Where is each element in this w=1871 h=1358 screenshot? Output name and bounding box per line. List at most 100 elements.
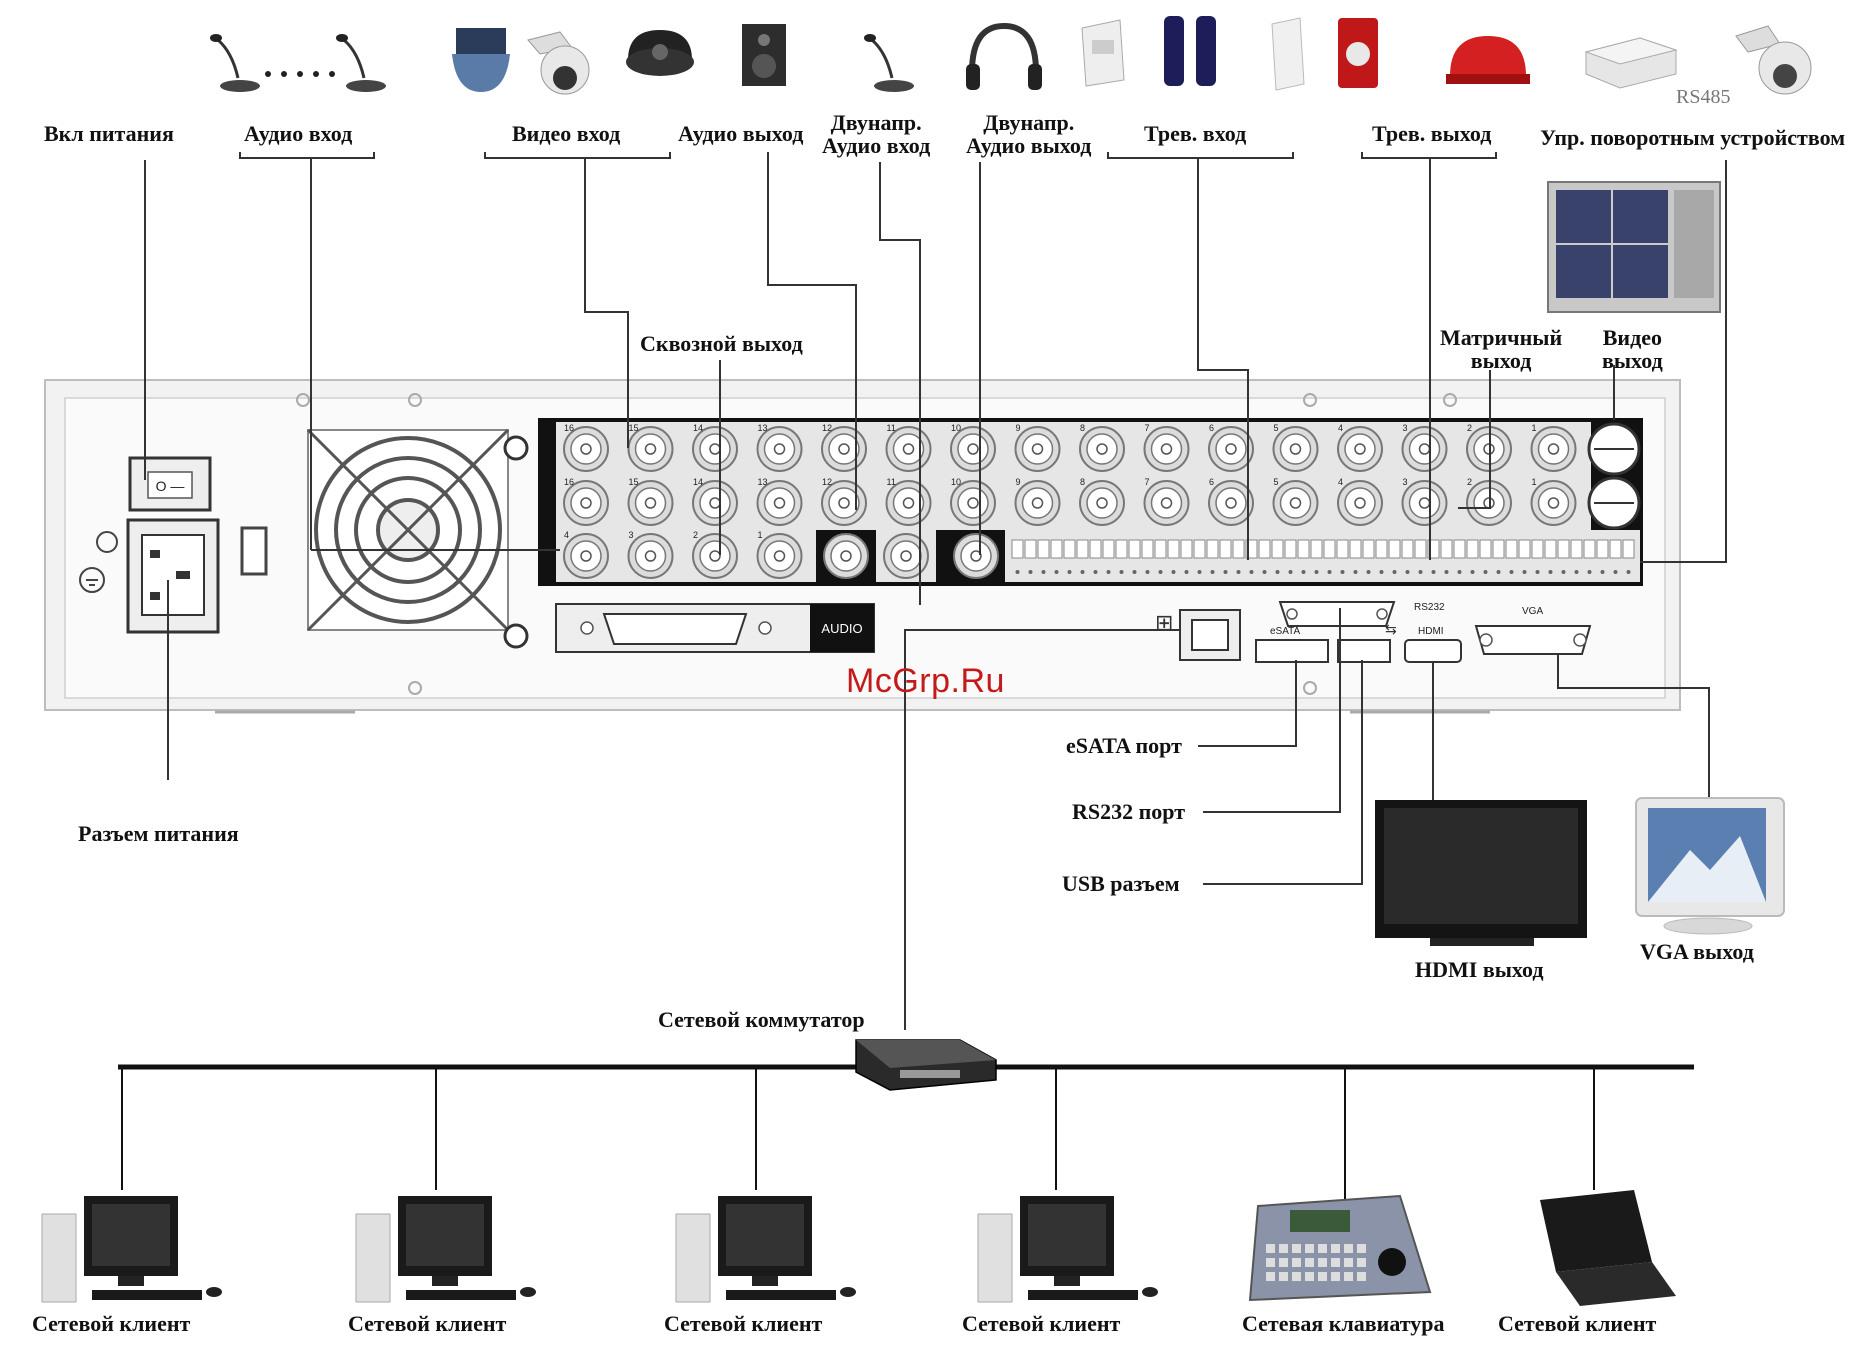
- alarm-in-label: Трев. вход: [1144, 121, 1247, 146]
- terminal-screw: [1622, 539, 1635, 574]
- matrix-out-label: Матричный выход: [1440, 325, 1563, 374]
- terminal-screw: [1193, 539, 1206, 574]
- power-switch-label: Вкл питания: [44, 121, 174, 146]
- audio-db25-connector: AUDIO: [555, 603, 875, 653]
- terminal-screw: [1323, 539, 1336, 574]
- bnc-connector: 6: [1208, 423, 1254, 472]
- video-in-label: Видео вход: [512, 121, 621, 146]
- output-monitors: [1375, 181, 1785, 946]
- bnc-connector: 15: [627, 423, 674, 472]
- hdmi-tv-monitor: [1375, 800, 1587, 946]
- laptop-icon: [1540, 1190, 1676, 1306]
- channel-number: 5: [1274, 477, 1279, 487]
- bnc-connector: 3: [1401, 423, 1448, 472]
- network-keyboard-icon: [1248, 1194, 1432, 1302]
- channel-number: 14: [693, 423, 703, 433]
- channel-number: 9: [1016, 423, 1021, 433]
- terminal-screw: [1557, 539, 1570, 574]
- terminal-screw: [1102, 539, 1115, 574]
- rs485-label: RS485: [1676, 86, 1731, 108]
- bnc-connector: 5: [1272, 423, 1319, 472]
- bnc-connector: 15: [627, 477, 674, 526]
- bidir-audio-bnc: [953, 533, 999, 579]
- terminal-screw: [1609, 539, 1622, 574]
- terminal-screw: [1063, 539, 1076, 574]
- channel-number: 7: [1145, 423, 1150, 433]
- bnc-connector: 7: [1143, 423, 1190, 472]
- client-label: Сетевой клиент: [962, 1311, 1121, 1336]
- bnc-connector: 5: [1272, 477, 1319, 526]
- channel-number: 7: [1145, 477, 1150, 487]
- hdmi-out-label: HDMI выход: [1415, 957, 1544, 982]
- ptz-control-label: Упр. поворотным устройством: [1540, 125, 1846, 150]
- rs232-port-label: RS232 порт: [1072, 799, 1186, 824]
- terminal-screw: [1284, 539, 1297, 574]
- terminal-screw: [1544, 539, 1557, 574]
- video-out-label: Видео выход: [1602, 325, 1663, 374]
- terminal-screw: [1167, 539, 1180, 574]
- bidir-audio-in-label: Двунапр. Аудио вход: [822, 110, 931, 159]
- bnc-connector: 16: [563, 423, 609, 472]
- svg-text:O —: O —: [156, 478, 185, 494]
- terminal-screw: [1362, 539, 1375, 574]
- leader-lines: [144, 152, 1727, 1030]
- network-switch-device: [855, 1039, 997, 1091]
- desktop-pc-icon: [977, 1196, 1158, 1303]
- terminal-screw: [1453, 539, 1466, 574]
- terminal-screw: [1206, 539, 1219, 574]
- terminal-screw: [1219, 539, 1232, 574]
- power-connector: [126, 518, 220, 634]
- terminal-screw: [1141, 539, 1154, 574]
- channel-number: 8: [1080, 423, 1085, 433]
- terminal-screw: [1232, 539, 1245, 574]
- desktop-pc-icon: [675, 1196, 856, 1303]
- bnc-connector: 16: [563, 477, 609, 526]
- terminal-screw: [1414, 539, 1427, 574]
- client-label: Сетевой клиент: [348, 1311, 507, 1336]
- channel-number: 2: [1467, 423, 1472, 433]
- terminal-screw: [1180, 539, 1193, 574]
- headphones-icon: [966, 22, 1042, 90]
- terminal-screw: [1115, 539, 1128, 574]
- power-switch: O —: [128, 456, 212, 512]
- bnc-connector: 3: [1401, 477, 1448, 526]
- channel-number: 15: [629, 423, 639, 433]
- dome-camera-icon: [626, 30, 694, 76]
- vga-out-label: VGA выход: [1640, 939, 1754, 964]
- matrix-crt-monitor: [1547, 181, 1721, 313]
- audio-in-label: Аудио вход: [244, 121, 353, 146]
- bnc-connector: 8: [1079, 423, 1125, 472]
- terminal-screw: [1050, 539, 1063, 574]
- terminal-screw: [1570, 539, 1583, 574]
- hdmi-panel-label: HDMI: [1418, 626, 1444, 637]
- bnc-connector: 1: [1530, 477, 1577, 526]
- channel-number: 1: [1532, 477, 1537, 487]
- ellipsis-dots: [265, 71, 335, 77]
- channel-number: 12: [822, 423, 832, 433]
- audio-panel-label: AUDIO: [821, 621, 862, 636]
- network-switch-label: Сетевой коммутатор: [658, 1007, 865, 1032]
- terminal-screw: [1089, 539, 1102, 574]
- desktop-pc-icon: [41, 1196, 222, 1303]
- terminal-screw: [1258, 539, 1271, 574]
- terminal-screw: [1037, 539, 1050, 574]
- terminal-screw: [1505, 539, 1518, 574]
- channel-number: 3: [1403, 423, 1408, 433]
- esata-port-label: eSATA порт: [1066, 733, 1182, 758]
- siren-icon: [1338, 18, 1378, 88]
- rear-io-ports: ⊞ eSATA ⇆ RS232 HDMI VGA: [1155, 601, 1592, 663]
- bnc-connector: 14: [692, 477, 738, 526]
- ptz-camera-icon: [527, 31, 590, 95]
- terminal-screw: [1518, 539, 1531, 574]
- audio-bnc-connector: 4: [563, 530, 609, 579]
- bnc-connector: 1: [1530, 423, 1577, 472]
- channel-number: 16: [564, 477, 574, 487]
- terminal-screw: [1531, 539, 1544, 574]
- terminal-screw: [1349, 539, 1362, 574]
- microphone-icon: [864, 34, 914, 92]
- terminal-screw: [1583, 539, 1596, 574]
- bnc-connector: 9: [1014, 423, 1061, 472]
- peripheral-devices-row: [210, 16, 1812, 95]
- channel-number: 10: [951, 477, 961, 487]
- bnc-connector: 4: [1337, 477, 1383, 526]
